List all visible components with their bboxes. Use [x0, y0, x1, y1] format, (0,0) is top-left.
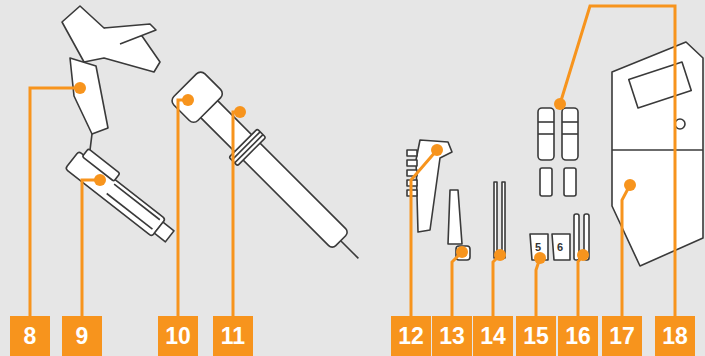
welding-mask: [612, 42, 703, 266]
small-torch: [407, 140, 452, 232]
callout-box: 13: [432, 316, 472, 356]
callout-number: 17: [609, 325, 635, 348]
callout-box: 14: [473, 316, 513, 356]
callout-number: 15: [523, 325, 549, 348]
tungsten-rods: [494, 182, 505, 258]
callout-box: 8: [10, 316, 50, 356]
tig-torch: [170, 70, 374, 274]
tip-size-label: 5: [535, 242, 541, 253]
callout-box: 11: [213, 316, 253, 356]
callout-box: 17: [602, 316, 642, 356]
callout-number: 14: [480, 325, 506, 348]
ceramic-nozzles: [538, 108, 578, 196]
callout-number: 9: [76, 325, 89, 348]
leader-dots: [74, 82, 636, 264]
callout-box: 12: [391, 316, 431, 356]
callout-number: 16: [565, 325, 591, 348]
callout-box: 9: [62, 316, 102, 356]
leader-lines: [30, 6, 675, 316]
callout-number: 12: [398, 325, 424, 348]
callout-box: 15: [516, 316, 556, 356]
callout-box: 18: [655, 316, 695, 356]
tip-size-label: 6: [557, 242, 563, 253]
filler-rods: [574, 214, 589, 260]
callout-number: 10: [165, 325, 191, 348]
ground-clamp: [62, 6, 160, 150]
callout-box: 16: [558, 316, 598, 356]
collet-parts: [448, 190, 470, 260]
callout-number: 8: [24, 325, 37, 348]
callout-number: 18: [662, 325, 688, 348]
callout-number: 13: [439, 325, 465, 348]
callout-number: 11: [221, 325, 245, 348]
callout-box: 10: [158, 316, 198, 356]
